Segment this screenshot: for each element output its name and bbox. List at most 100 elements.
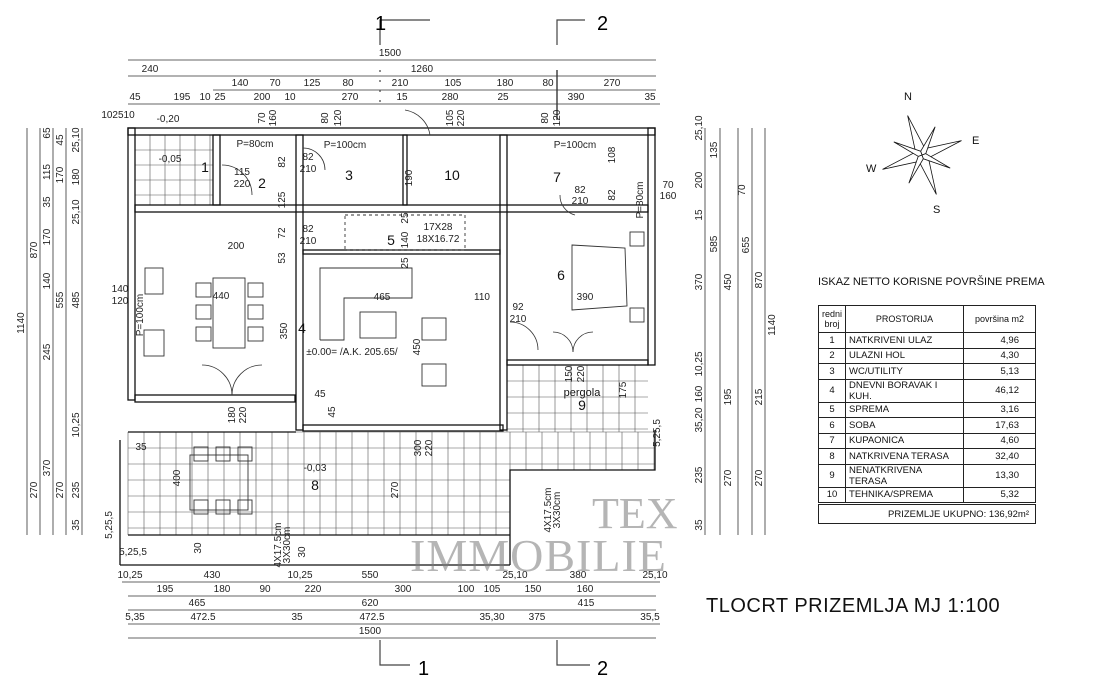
inner-dimension-label: 25	[400, 257, 411, 269]
cell-no: 7	[817, 432, 847, 449]
dimension-label: 1140	[767, 314, 778, 336]
inner-dimension-label: P=80cm	[237, 139, 274, 150]
inner-dimension-label: 125	[277, 191, 288, 208]
dimension-label: 15	[396, 92, 408, 103]
dimension-label: 472.5	[190, 612, 215, 623]
inner-dimension-label: P=100cm	[324, 140, 367, 151]
dimension-label: 585	[709, 235, 720, 252]
dimension-label: 35,20	[694, 407, 705, 432]
inner-dimension-label: 120	[552, 109, 563, 126]
inner-dimension-label: 220	[234, 179, 251, 190]
dimension-label: 195	[157, 584, 174, 595]
dimension-label: 270	[342, 92, 359, 103]
room-number-label: 8	[311, 477, 319, 493]
table-total-row: PRIZEMLJE UKUPNO: 136,92m²	[818, 502, 1036, 524]
level-mark: -0,03	[304, 463, 327, 474]
inner-dimension-label: 3X30cm	[552, 492, 563, 529]
dimension-label: 140	[42, 272, 53, 289]
room-number-label: 10	[444, 167, 460, 183]
inner-dimension-label: 4X17.5cm	[273, 522, 284, 567]
dimension-label: 370	[42, 459, 53, 476]
header-room: PROSTORIJA	[845, 305, 964, 333]
dimension-label: 1500	[379, 48, 402, 59]
dimension-label: 235	[71, 481, 82, 498]
dimension-label: 195	[174, 92, 191, 103]
inner-dimension-label: 45	[314, 389, 326, 400]
cell-room: WC/UTILITY	[845, 363, 964, 380]
cell-area: 5,32	[963, 486, 1036, 504]
dimension-label: 25,10	[71, 199, 82, 224]
cell-no: 9	[817, 463, 847, 488]
door-swings	[201, 109, 594, 396]
dimension-label: 115	[42, 164, 53, 180]
dimension-label: 870	[29, 241, 40, 258]
inner-dimension-label: 220	[456, 109, 467, 126]
inner-dimension-label: 140	[400, 231, 411, 248]
dimension-label: 170	[55, 166, 66, 183]
inner-dimension-label: 3X30cm	[282, 527, 293, 564]
inner-dimension-label: P=100cm	[554, 140, 597, 151]
dimension-label: 1260	[411, 64, 434, 75]
inner-dimension-label: 180	[227, 406, 238, 423]
area-table-header: redni broj PROSTORIJA površina m2	[817, 305, 1036, 333]
dimension-label: 550	[362, 570, 379, 581]
cell-room: NENATKRIVENA TERASA	[845, 463, 964, 488]
compass-south-label: S	[933, 204, 940, 216]
inner-dimension-label: 270	[390, 481, 401, 498]
watermark-line-1: TEX	[592, 489, 678, 538]
compass-north-label: N	[904, 91, 912, 103]
dimension-label: 80	[542, 78, 554, 89]
inner-dimension-label: 82	[574, 185, 586, 196]
dimension-label: 25	[214, 92, 226, 103]
inner-dimension-label: 82	[302, 152, 314, 163]
dimension-label: 70	[737, 184, 748, 196]
dimension-label: 235	[694, 466, 705, 483]
level-mark: ±0.00= /A.K. 205.65/	[306, 347, 398, 358]
dimension-label: 380	[570, 570, 587, 581]
inner-dimension-label: 450	[412, 338, 423, 355]
dimension-label: 370	[694, 273, 705, 290]
dimension-label: 180	[214, 584, 231, 595]
room-number-label: 2	[258, 175, 266, 191]
dimension-label: 35	[71, 519, 82, 531]
dimension-label: 430	[204, 570, 221, 581]
inner-dimension-label: 210	[300, 236, 317, 247]
dimension-label: 472.5	[359, 612, 384, 623]
inner-dimension-label: 440	[213, 291, 230, 302]
cell-no: 5	[817, 401, 847, 418]
dimension-label: 45	[129, 92, 141, 103]
dimension-label: 10,25	[71, 412, 82, 437]
dimension-label: 620	[362, 598, 379, 609]
inner-dimension-label: 190	[404, 169, 415, 186]
dimension-label: 10	[199, 92, 211, 103]
dimension-label: 1500	[359, 626, 382, 637]
room-number-label: 6	[557, 267, 565, 283]
dimension-label: 5,35	[125, 612, 145, 623]
inner-dimension-label: 300	[413, 439, 424, 456]
level-mark: -0,20	[157, 114, 180, 125]
cell-room: TEHNIKA/SPREMA	[845, 486, 964, 504]
dimension-label: 80	[342, 78, 354, 89]
inner-dimension-label: 70	[257, 112, 268, 124]
inner-dimension-label: 80	[320, 112, 331, 124]
dimension-label: 180	[71, 168, 82, 185]
inner-dimension-label: 45	[327, 406, 338, 418]
inner-dimension-label: 150	[564, 365, 575, 382]
level-mark: -0,05	[159, 154, 182, 165]
inner-dimension-label: 108	[607, 146, 618, 163]
dimension-label: 215	[754, 388, 765, 405]
room-number-label: 3	[345, 167, 353, 183]
inner-dimension-label: 210	[510, 314, 527, 325]
dimension-label: 270	[29, 481, 40, 498]
inner-dimension-label: 160	[268, 109, 279, 126]
dimension-label: 300	[395, 584, 412, 595]
cell-area: 3,16	[963, 401, 1036, 418]
cell-no: 1	[817, 332, 847, 349]
cell-no: 8	[817, 448, 847, 465]
dimension-label: 270	[604, 78, 621, 89]
